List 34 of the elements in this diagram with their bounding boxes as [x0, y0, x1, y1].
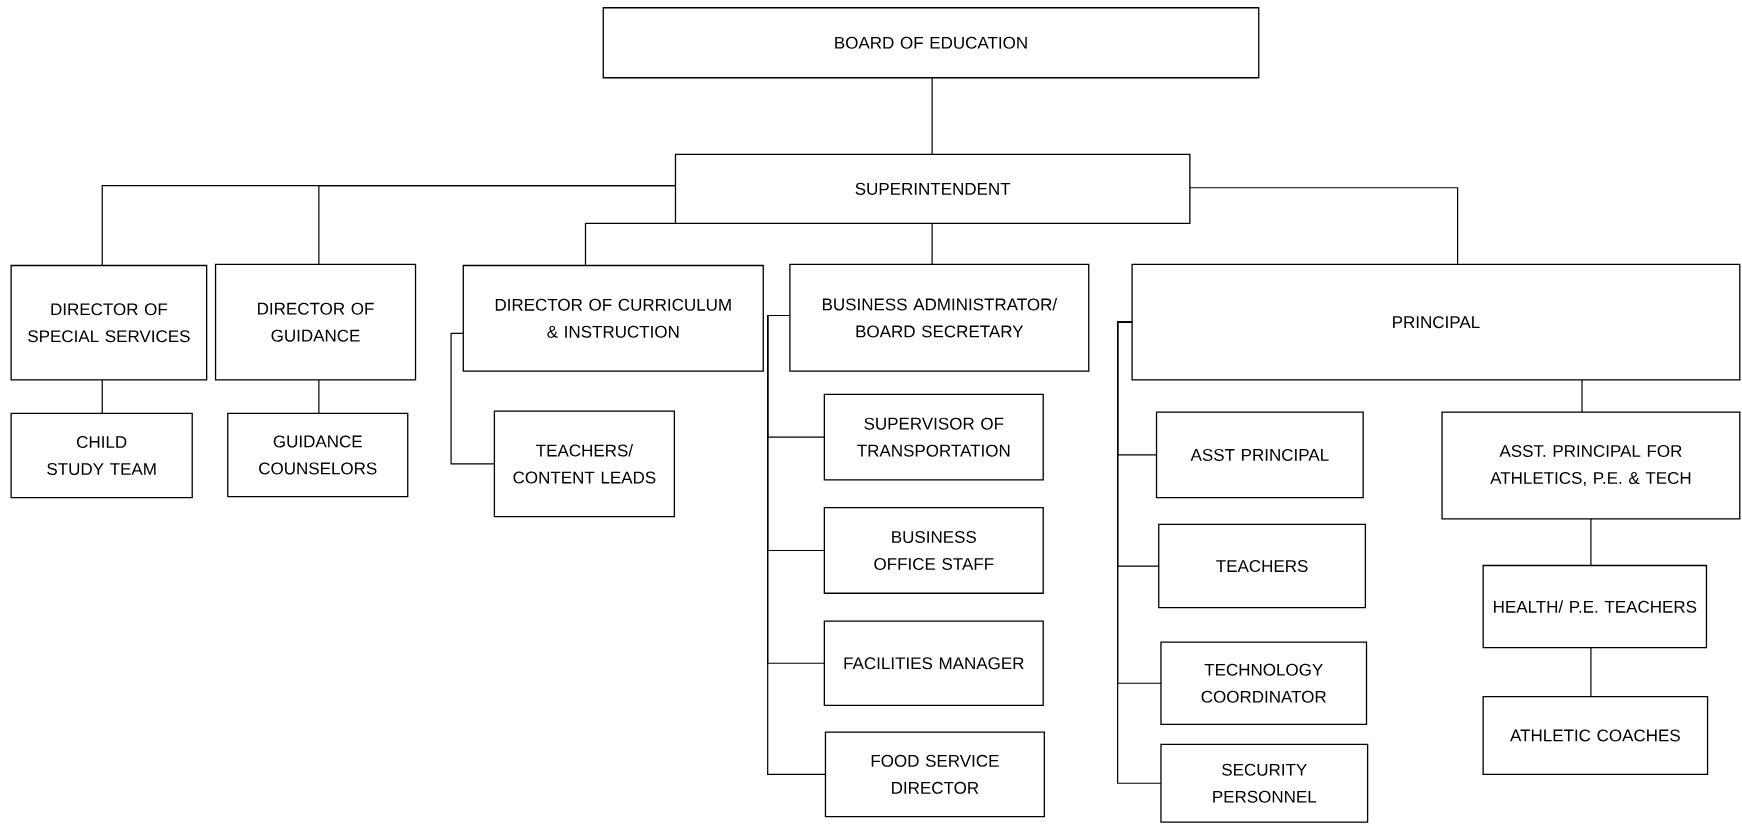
org-box: SUPERINTENDENT [674, 153, 1191, 224]
connector-line [1581, 379, 1583, 413]
connector-line [1590, 647, 1592, 698]
org-box: BUSINESS ADMINISTRATOR/ BOARD SECRETARY [789, 263, 1090, 372]
connector-line [931, 77, 933, 155]
org-box: DIRECTOR OF GUIDANCE [214, 263, 417, 381]
connector-line [318, 184, 677, 265]
org-box: HEALTH/ P.E. TEACHERS [1482, 564, 1708, 649]
org-box: BOARD OF EDUCATION [602, 7, 1260, 79]
org-box: TEACHERS/ CONTENT LEADS [493, 410, 675, 518]
org-box: SECURITY PERSONNEL [1160, 743, 1369, 823]
connector-line [1590, 518, 1592, 567]
org-box: SUPERVISOR OF TRANSPORTATION [823, 393, 1044, 481]
connector-line [1117, 321, 1162, 784]
connector-line [584, 222, 677, 267]
org-box: FOOD SERVICE DIRECTOR [824, 731, 1045, 818]
org-box: GUIDANCE COUNSELORS [227, 412, 409, 498]
org-box: BUSINESS OFFICE STAFF [823, 507, 1044, 594]
org-box: TECHNOLOGY COORDINATOR [1160, 641, 1368, 725]
org-box: PRINCIPAL [1131, 263, 1741, 381]
org-box: ASST PRINCIPAL [1155, 411, 1364, 499]
org-box: TEACHERS [1158, 523, 1367, 609]
org-box: DIRECTOR OF CURRICULUM & INSTRUCTION [462, 264, 764, 372]
org-box: ATHLETIC COACHES [1482, 695, 1709, 775]
connector-line [318, 379, 320, 414]
org-box: CHILD STUDY TEAM [10, 412, 193, 499]
org-box: FACILITIES MANAGER [823, 620, 1044, 707]
connector-line [1189, 187, 1459, 265]
connector-line [931, 222, 933, 265]
org-box: ASST. PRINCIPAL FOR ATHLETICS, P.E. & TECH [1441, 411, 1741, 520]
connector-line [101, 379, 103, 414]
connector-line [450, 332, 495, 465]
connector-line [767, 314, 827, 775]
org-box: DIRECTOR OF SPECIAL SERVICES [10, 264, 208, 381]
